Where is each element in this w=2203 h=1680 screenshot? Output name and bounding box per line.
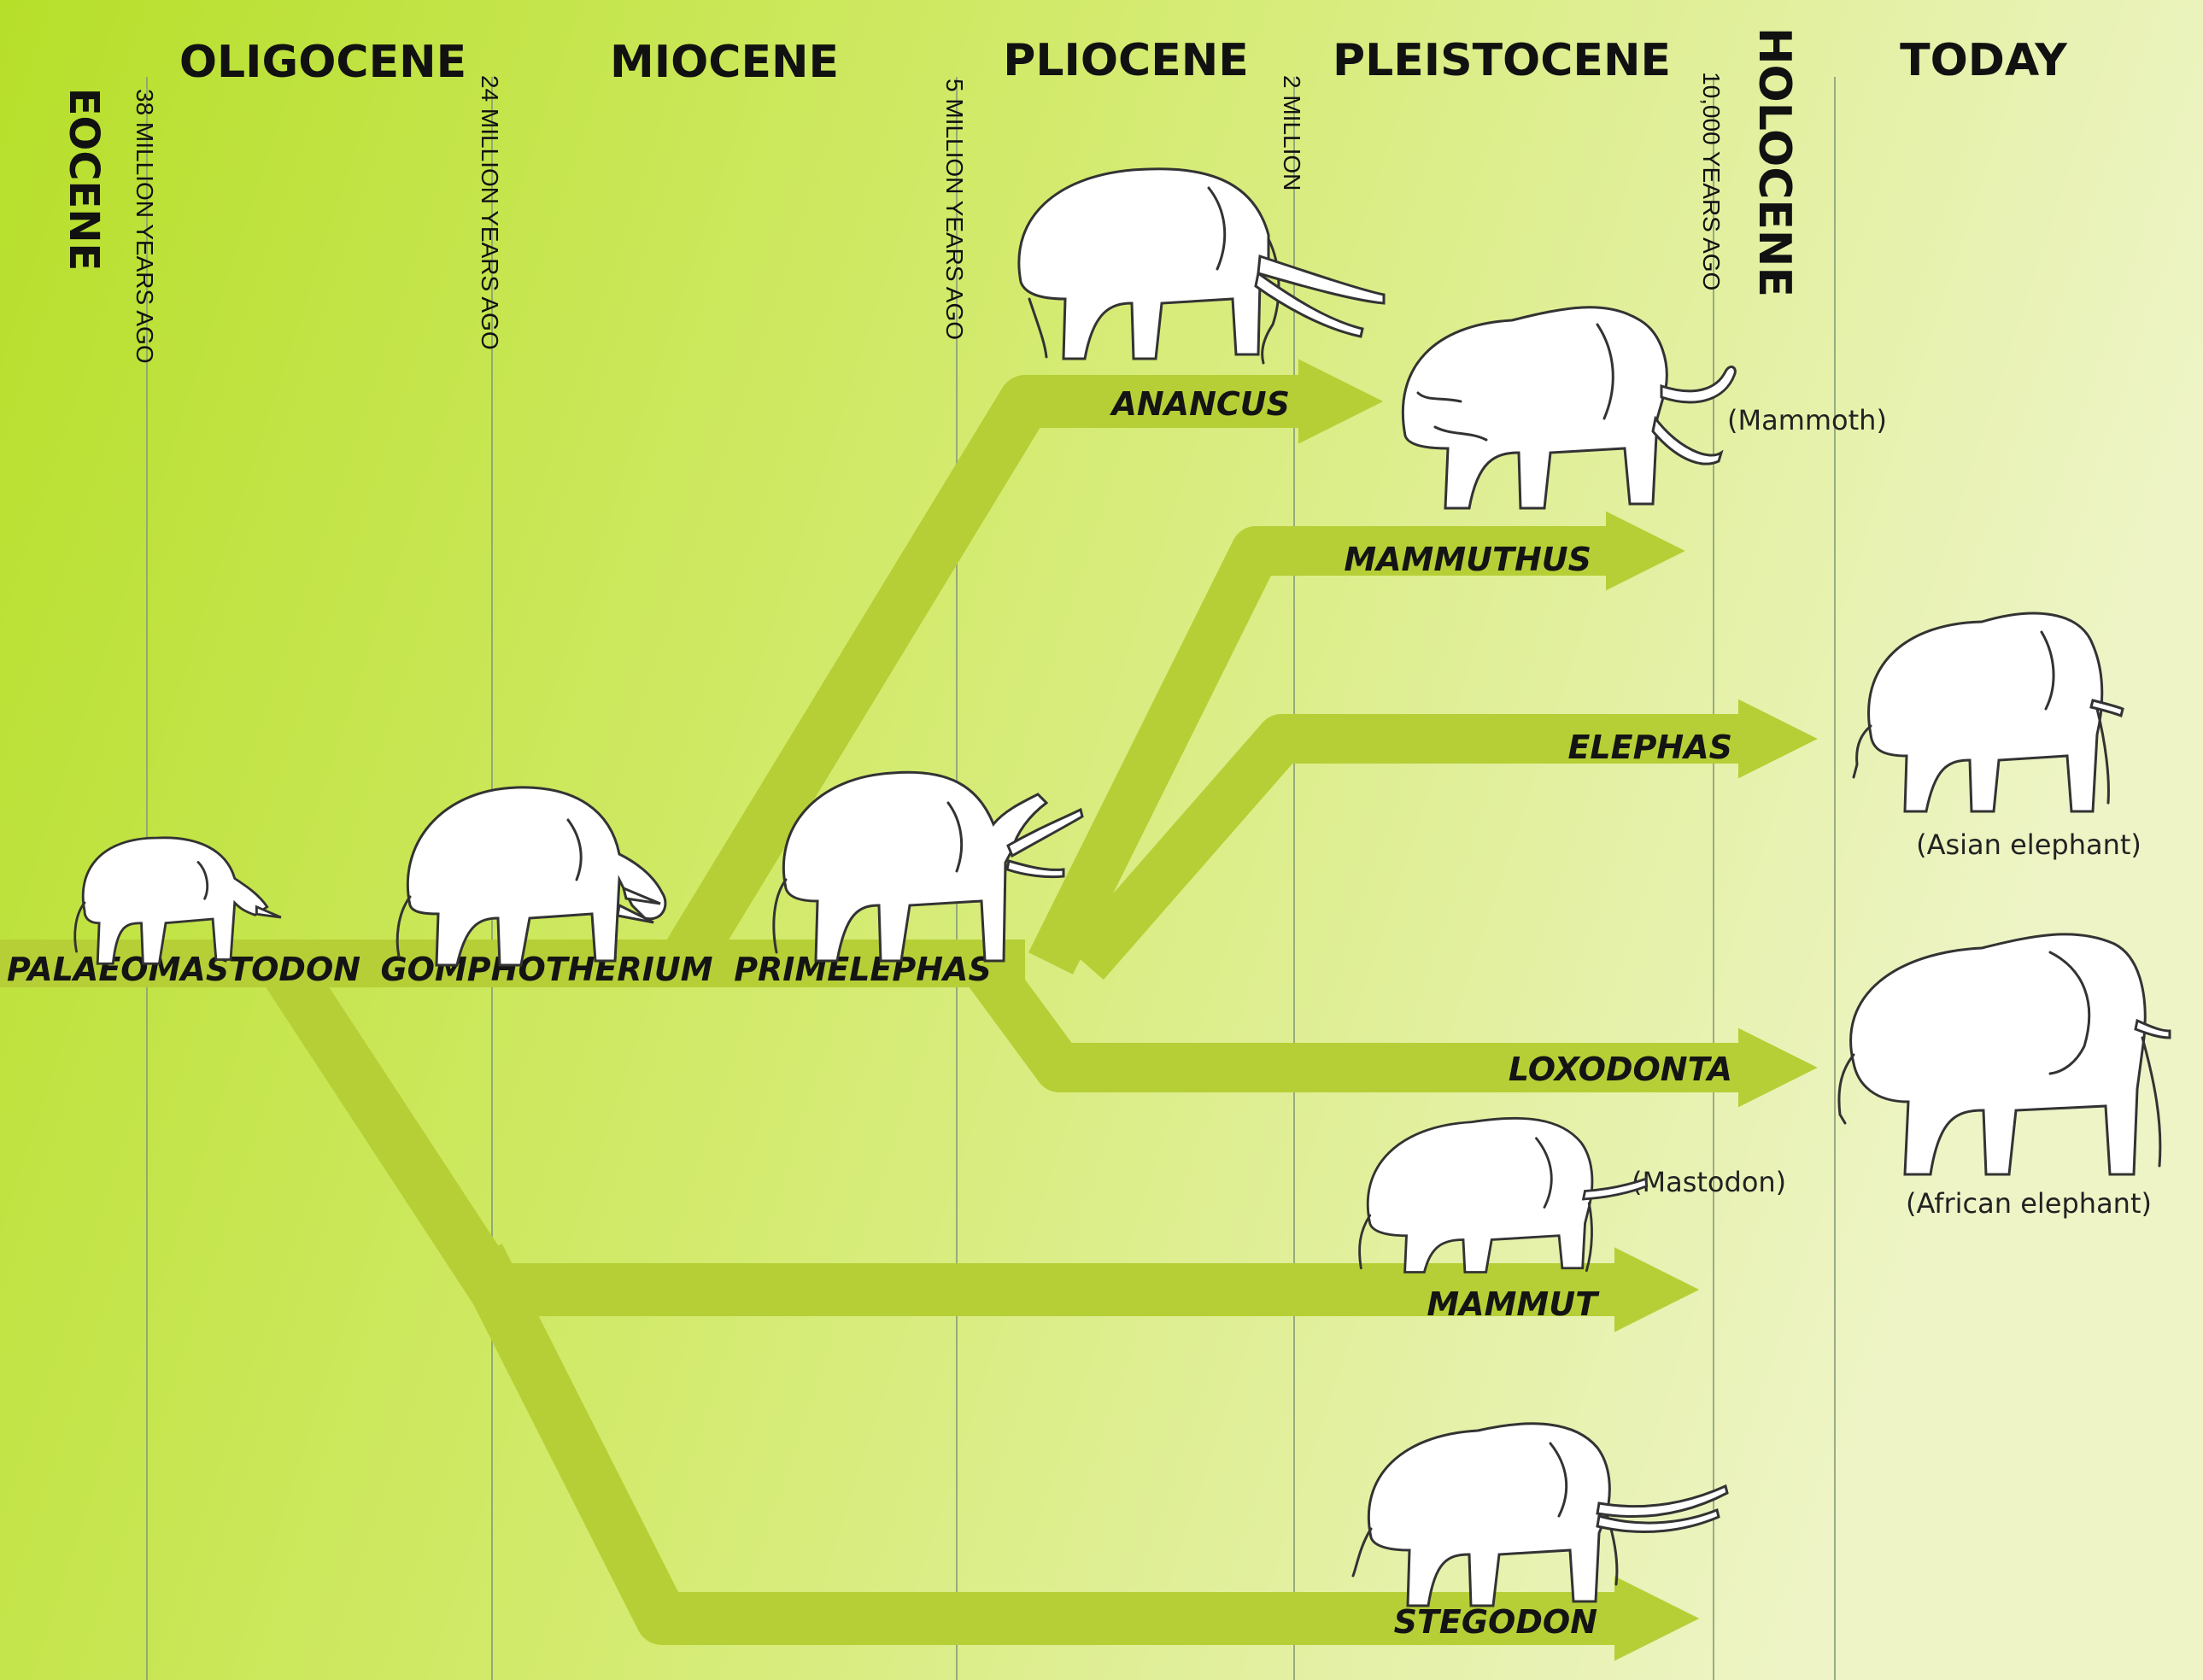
label-anancus: ANANCUS <box>1109 385 1290 423</box>
label-mastodon: (Mastodon) <box>1632 1166 1786 1198</box>
epoch-pliocene: PLIOCENE <box>1003 35 1249 86</box>
label-primelephas: PRIMELEPHAS <box>734 951 992 988</box>
label-loxodonta: LOXODONTA <box>1509 1051 1732 1088</box>
epoch-miocene: MIOCENE <box>610 37 839 88</box>
boundary-2mya: 2 MILLION <box>1279 75 1305 190</box>
boundary-38mya: 38 MILLION YEARS AGO <box>132 89 158 364</box>
boundary-5mya: 5 MILLION YEARS AGO <box>941 79 968 340</box>
label-asian-elephant: (Asian elephant) <box>1916 828 2141 861</box>
label-elephas: ELEPHAS <box>1567 729 1732 766</box>
label-mammut: MAMMUT <box>1427 1285 1600 1323</box>
boundary-24mya: 24 MILLION YEARS AGO <box>477 75 503 350</box>
epoch-holocene: HOLOCENE <box>1749 27 1800 297</box>
label-gomphotherium: GOMPHOTHERIUM <box>380 951 712 988</box>
epoch-oligocene: OLIGOCENE <box>179 37 466 88</box>
label-mammoth: (Mammoth) <box>1727 404 1887 436</box>
label-stegodon: STEGODON <box>1394 1603 1597 1641</box>
label-african-elephant: (African elephant) <box>1906 1187 2152 1220</box>
boundary-10000ya: 10,000 YEARS AGO <box>1698 72 1725 290</box>
epoch-today: TODAY <box>1900 35 2068 86</box>
epoch-eocene: EOCENE <box>60 88 108 272</box>
epoch-pleistocene: PLEISTOCENE <box>1333 35 1671 86</box>
label-palaeomastodon: PALAEOMASTODON <box>7 951 360 988</box>
label-mammuthus: MAMMUTHUS <box>1344 541 1591 578</box>
